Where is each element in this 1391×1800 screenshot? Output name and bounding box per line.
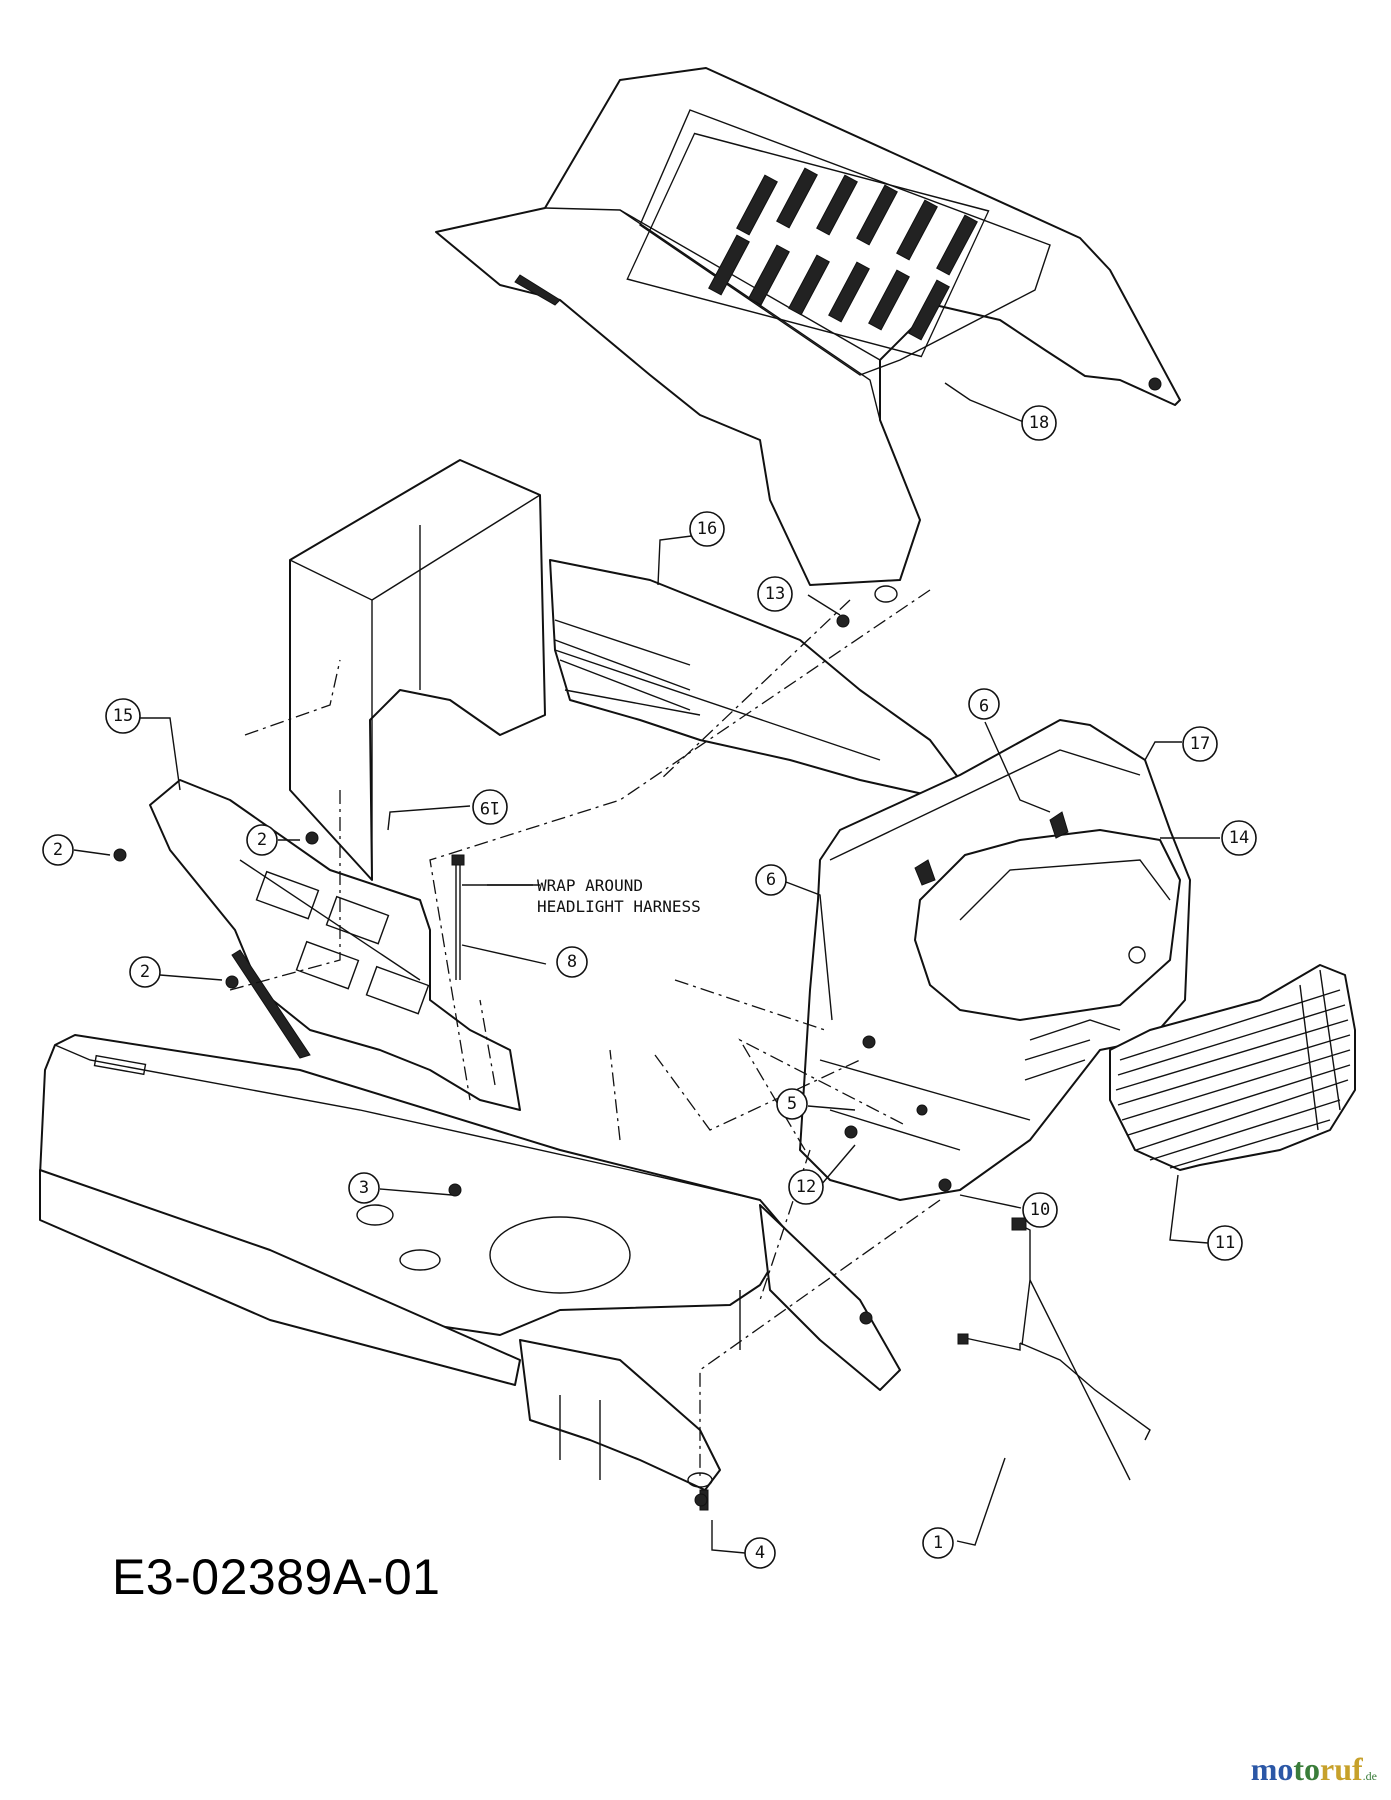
callout-2: 2	[42, 834, 74, 866]
callout-label: 18	[1029, 413, 1049, 433]
grille-part	[1109, 964, 1356, 1171]
callout-8: 8	[556, 946, 588, 978]
callout-label: 13	[765, 584, 785, 604]
callout-label: 17	[1190, 734, 1210, 754]
leader-lines	[73, 382, 1220, 1554]
note-line-1: WRAP AROUND	[537, 876, 643, 895]
callout-label: 2	[257, 830, 267, 850]
side-shroud-part	[549, 559, 961, 801]
callout-2: 2	[129, 956, 161, 988]
callout-10: 10	[1022, 1192, 1058, 1228]
callout-label: 16	[697, 519, 717, 539]
callout-label: 5	[787, 1094, 797, 1114]
callout-label: 4	[755, 1543, 765, 1563]
callout-4: 4	[744, 1537, 776, 1569]
callout-label: 1	[933, 1533, 943, 1553]
callout-label: 6	[766, 870, 776, 890]
wire-harness-part	[957, 1217, 1151, 1481]
callout-12: 12	[788, 1169, 824, 1205]
callout-label: 10	[1030, 1200, 1050, 1220]
callout-2: 2	[246, 824, 278, 856]
front-panel-part	[149, 779, 521, 1111]
cable-tie-part	[451, 854, 465, 980]
callout-label: 2	[53, 840, 63, 860]
assembly-lines	[229, 589, 941, 1480]
frame-part	[39, 1034, 901, 1511]
callout-label: 19	[480, 797, 500, 817]
callout-19: 19	[472, 789, 508, 825]
callout-6: 6	[755, 864, 787, 896]
nose-housing-part	[799, 719, 1191, 1201]
callout-1: 1	[922, 1527, 954, 1559]
motoruf-logo: motoruf.de	[1251, 1751, 1377, 1788]
logo-part-2: to	[1293, 1751, 1321, 1787]
callout-18: 18	[1021, 405, 1057, 441]
callout-11: 11	[1207, 1225, 1243, 1261]
logo-part-3: ruf	[1320, 1751, 1363, 1787]
callout-3: 3	[348, 1172, 380, 1204]
callout-16: 16	[689, 511, 725, 547]
dash-panel-part	[289, 459, 546, 881]
callout-label: 12	[796, 1177, 816, 1197]
callout-label: 9	[979, 694, 989, 714]
callout-5: 5	[776, 1088, 808, 1120]
note-line-2: HEADLIGHT HARNESS	[537, 897, 701, 916]
callout-label: 15	[113, 706, 133, 726]
logo-part-1: mo	[1250, 1751, 1294, 1787]
drawing-code: E3-02389A-01	[112, 1549, 441, 1605]
callout-9: 9	[968, 688, 1000, 720]
logo-suffix: .de	[1362, 1769, 1377, 1783]
callout-label: 3	[359, 1178, 369, 1198]
callout-17: 17	[1182, 726, 1218, 762]
callout-label: 11	[1215, 1233, 1235, 1253]
callout-14: 14	[1221, 820, 1257, 856]
fasteners	[113, 377, 1162, 1507]
callout-13: 13	[757, 576, 793, 612]
hood-vents	[626, 132, 990, 358]
harness-note: WRAP AROUND HEADLIGHT HARNESS	[487, 876, 701, 916]
callout-label: 14	[1229, 828, 1249, 848]
callout-label: 2	[140, 962, 150, 982]
callout-label: 8	[567, 952, 577, 972]
callout-15: 15	[105, 698, 141, 734]
hood-part	[435, 67, 1181, 603]
